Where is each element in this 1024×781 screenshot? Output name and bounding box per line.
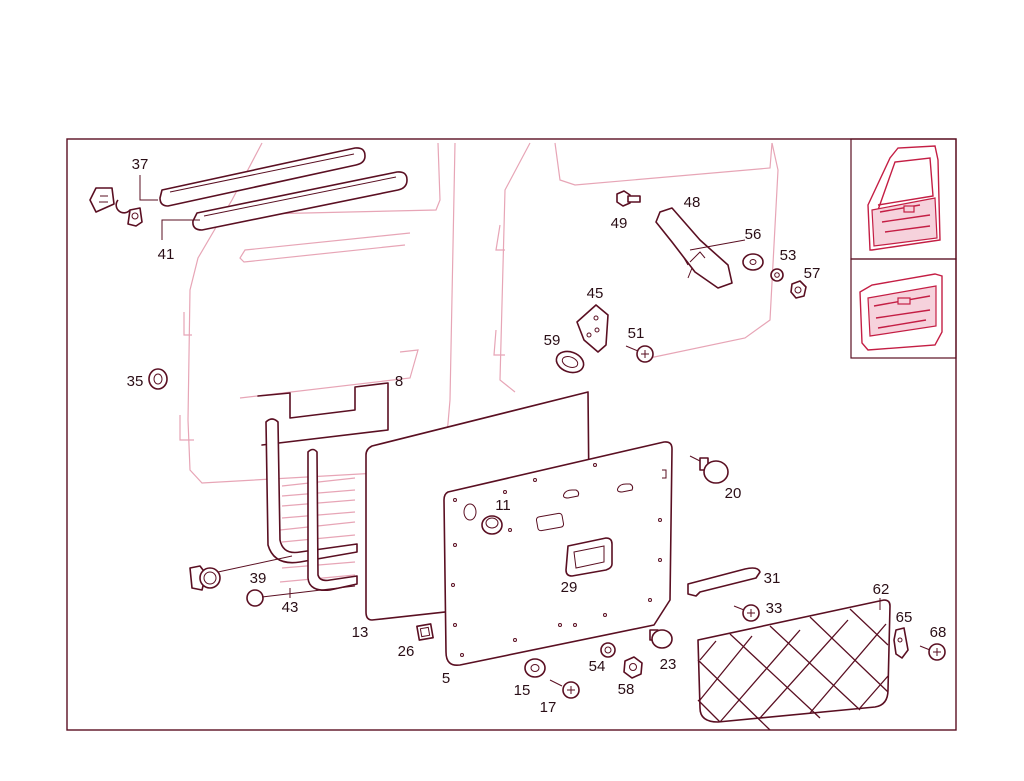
water-shield-8 xyxy=(257,382,389,446)
callout-43: 43 xyxy=(282,599,299,616)
callout-57: 57 xyxy=(804,265,821,282)
screw-51-icon xyxy=(625,345,654,363)
screw-33-icon xyxy=(733,604,760,622)
callout-17: 17 xyxy=(540,699,557,716)
callout-51: 51 xyxy=(628,325,645,342)
map-pocket-62 xyxy=(697,599,891,731)
grommet-59-icon xyxy=(555,350,585,374)
guide-rail-43 xyxy=(307,448,358,592)
callout-53: 53 xyxy=(780,247,797,264)
window-seal-strip-inner xyxy=(192,171,408,231)
callout-39: 39 xyxy=(250,570,267,587)
callout-54: 54 xyxy=(589,658,606,675)
callout-15: 15 xyxy=(514,682,531,699)
callout-56: 56 xyxy=(745,226,762,243)
door-shell-ghost-outline xyxy=(179,142,779,583)
callout-49: 49 xyxy=(611,215,628,232)
clip-20-icon xyxy=(689,455,729,484)
screw-17-icon xyxy=(549,679,580,699)
seal-clip-41-icon xyxy=(127,207,143,227)
seal-clip-37-icon xyxy=(89,187,131,214)
callout-8: 8 xyxy=(395,373,403,390)
bracket-45 xyxy=(576,304,609,353)
diagram-frame xyxy=(66,138,957,731)
callout-35: 35 xyxy=(127,373,144,390)
button-43-icon xyxy=(246,589,264,607)
plug-35-icon xyxy=(148,368,168,390)
clip-26-icon xyxy=(416,623,434,641)
plug-11-icon xyxy=(481,515,503,535)
callout-23: 23 xyxy=(660,656,677,673)
callout-labels: 37 41 49 48 56 53 57 45 51 59 35 8 11 20… xyxy=(127,156,947,716)
clip-65-icon xyxy=(893,627,909,659)
button-23-icon xyxy=(649,629,673,649)
callout-29: 29 xyxy=(561,579,578,596)
door-inside-view-icon xyxy=(867,145,941,251)
thumbnail-frame-bottom xyxy=(850,258,957,359)
clip-39-icon xyxy=(189,565,221,591)
callout-41: 41 xyxy=(158,246,175,263)
callout-20: 20 xyxy=(725,485,742,502)
door-handle-48 xyxy=(655,207,733,289)
callout-33: 33 xyxy=(766,600,783,617)
washer-53-icon xyxy=(770,268,784,282)
callout-37: 37 xyxy=(132,156,149,173)
callout-68: 68 xyxy=(930,624,947,641)
nut-57-icon xyxy=(790,280,807,299)
callout-11: 11 xyxy=(495,497,511,514)
door-trim-panel-view-icon xyxy=(859,273,943,351)
callout-45: 45 xyxy=(587,285,604,302)
callout-5: 5 xyxy=(442,670,450,687)
washer-56-icon xyxy=(742,253,764,271)
nut-58-icon xyxy=(623,656,643,679)
callout-58: 58 xyxy=(618,681,635,698)
screw-68-icon xyxy=(919,643,946,661)
washer-15-icon xyxy=(524,658,546,678)
armrest-31 xyxy=(687,567,761,597)
callout-13: 13 xyxy=(352,624,369,641)
callout-48: 48 xyxy=(684,194,701,211)
callout-59: 59 xyxy=(544,332,561,349)
window-seal-strip-outer xyxy=(159,147,366,207)
callout-31: 31 xyxy=(764,570,781,587)
callout-62: 62 xyxy=(873,581,890,598)
callout-26: 26 xyxy=(398,643,415,660)
callout-65: 65 xyxy=(896,609,913,626)
bolt-49-icon xyxy=(616,190,641,207)
washer-54-icon xyxy=(600,642,616,658)
door-trim-panel-5 xyxy=(443,441,673,667)
